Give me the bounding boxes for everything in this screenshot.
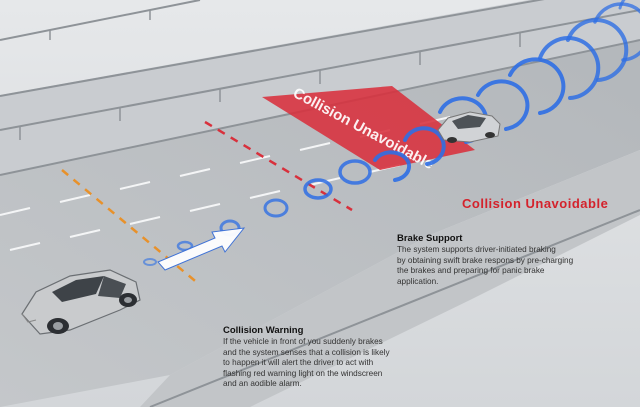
- collision-warning-line: and an aodible alarm.: [223, 379, 302, 388]
- collision-warning-title: Collision Warning: [223, 325, 304, 336]
- rail-posts: [19, 10, 521, 140]
- collision-warning-line: and the system senses that a collision i…: [223, 347, 390, 357]
- forward-arrow-icon: [157, 227, 246, 271]
- collision-unavoidable-label: Collision Unavoidable: [462, 196, 609, 211]
- shoulder: [140, 150, 640, 407]
- brake-support-line: by obtaining swift brake respons by pre-…: [397, 255, 574, 265]
- brake-support-panel: Brake Support The system supports driver…: [397, 233, 629, 287]
- brake-support-line: The system supports driver-initiated bra…: [397, 245, 556, 254]
- radar-wave-icon: [143, 0, 640, 266]
- collision-warning-panel: Collision Warning If the vehicle in fron…: [223, 325, 433, 390]
- car-icon: [21, 269, 141, 335]
- collision-warning-line: If the vehicle in front of you suddenly …: [223, 337, 383, 346]
- brake-support-description: The system supports driver-initiated bra…: [397, 245, 629, 287]
- collision-warning-description: If the vehicle in front of you suddenly …: [223, 337, 433, 390]
- collision-warning-line: to happen it will alert the driver to ac…: [223, 358, 374, 367]
- brake-support-title: Brake Support: [397, 233, 463, 244]
- collision-zone: [262, 86, 475, 170]
- opposite-road: [0, 0, 640, 175]
- brake-support-line: the brakes and preparing for panic brake: [397, 266, 545, 275]
- brake-support-line: application.: [397, 276, 439, 286]
- collision-warning-line: flashing red warning light on the windsc…: [223, 368, 383, 378]
- lead-car-icon: [437, 111, 501, 143]
